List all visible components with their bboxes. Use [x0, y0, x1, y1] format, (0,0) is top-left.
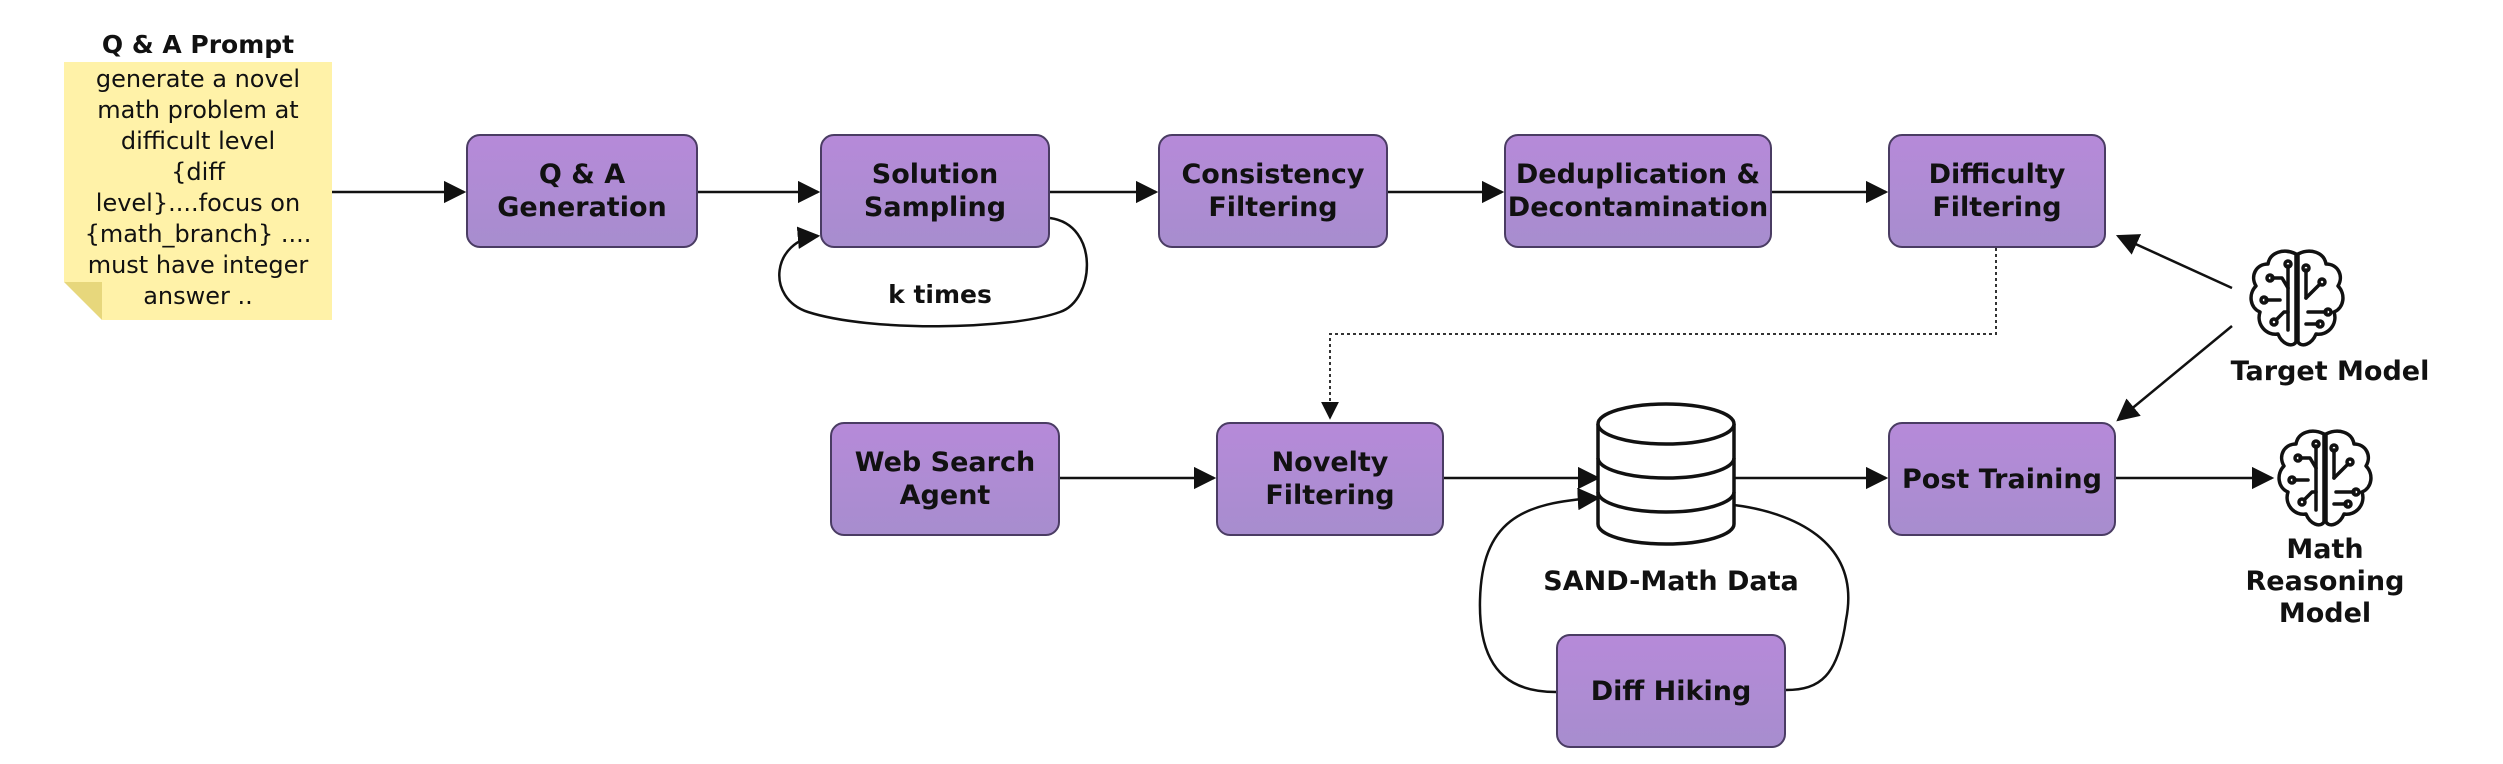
- arrow-target-to-posttraining: [2116, 325, 2233, 422]
- prompt-note-text: generate a novel math problem at difficu…: [84, 65, 312, 310]
- difficulty-filtering-box: Difficulty Filtering: [1888, 134, 2106, 248]
- prompt-note: [64, 62, 332, 320]
- prompt-note-title: Q & A Prompt: [101, 30, 295, 59]
- target-model-label: Target Model: [2230, 356, 2430, 387]
- post-training-box: Post Training: [1888, 422, 2116, 536]
- consistency-filtering-box: Consistency Filtering: [1158, 134, 1388, 248]
- arrow-target-to-difficulty: [2115, 234, 2233, 290]
- diff-hiking-loop-out: [1733, 503, 1850, 692]
- math-reasoning-model-label: Math Reasoning Model: [2245, 534, 2405, 629]
- k-times-label: k times: [888, 280, 992, 309]
- solution-sampling-box: Solution Sampling: [820, 134, 1050, 248]
- qa-generation-box: Q & A Generation: [466, 134, 698, 248]
- diff-hiking-box: Diff Hiking: [1556, 634, 1786, 748]
- arrow-difficulty-to-novelty: [1321, 248, 1997, 420]
- novelty-filtering-box: Novelty Filtering: [1216, 422, 1444, 536]
- database-icon: [1596, 402, 1736, 546]
- prompt-note-fold: [64, 282, 102, 320]
- k-times-loop: [778, 216, 1089, 328]
- diff-hiking-loop-back: [1478, 487, 1601, 694]
- dedup-decontamination-box: Deduplication & Decontamination: [1504, 134, 1772, 248]
- brain-circuit-icon: [2249, 249, 2345, 347]
- sand-math-data-label: SAND-Math Data: [1543, 566, 1799, 597]
- brain-circuit-icon: [2277, 429, 2373, 527]
- web-search-agent-box: Web Search Agent: [830, 422, 1060, 536]
